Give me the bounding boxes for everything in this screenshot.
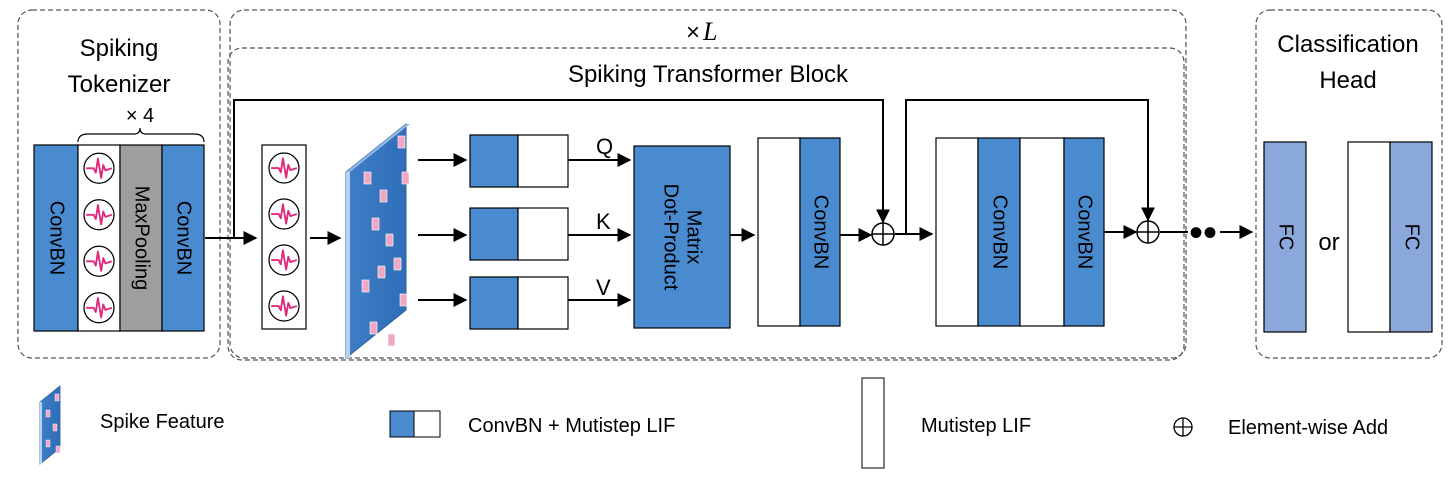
- q-label: Q: [596, 134, 613, 159]
- tokenizer-convbn-2: [161, 144, 205, 332]
- tokenizer-title-line1: Spiking: [80, 35, 159, 62]
- or-label: or: [1318, 229, 1339, 256]
- transformer-block-title: Spiking Transformer Block: [568, 61, 849, 88]
- v-convbn-lif-block: [469, 276, 569, 330]
- tokenizer-maxpooling-label: MaxPooling: [131, 186, 153, 291]
- spike-mark: [385, 233, 394, 247]
- continuation-dots: ••: [1189, 211, 1217, 255]
- v-label: V: [596, 275, 611, 300]
- spike-mark: [387, 333, 396, 347]
- spike-waveform-icon: [83, 152, 115, 184]
- residual-connection-1: [233, 99, 890, 238]
- spike-mark: [55, 445, 61, 454]
- spike-mark: [361, 279, 370, 293]
- spike-waveform-icon: [268, 198, 300, 230]
- tokenizer-brace: [77, 127, 205, 143]
- proj-lif-column: [757, 137, 801, 327]
- mlp-lif-column-1: [935, 137, 979, 327]
- add-icon-1: [871, 222, 895, 246]
- fc-block-2: [1389, 141, 1433, 333]
- spike-mark: [379, 189, 388, 203]
- head-title-line1: Classification: [1277, 31, 1418, 58]
- spike-feature-map: [345, 122, 410, 360]
- spike-waveform-icon: [268, 152, 300, 184]
- residual-connection-2: [905, 99, 1155, 234]
- classification-head-frame: [1255, 9, 1443, 359]
- head-title-line2: Head: [1319, 67, 1376, 94]
- spike-waveform-icon: [268, 290, 300, 322]
- lif-neuron-layer: [83, 140, 1385, 467]
- repeat-L-var: L: [702, 17, 717, 46]
- spike-waveform-icon: [268, 244, 300, 276]
- spike-mark: [45, 409, 51, 418]
- tokenizer-stack: ConvBN MaxPooling ConvBN: [33, 144, 205, 332]
- spike-mark: [54, 393, 60, 402]
- matrix-label-line1: Matrix: [683, 210, 705, 264]
- legend-spike-feature-label: Spike Feature: [100, 411, 225, 433]
- spike-mark: [401, 171, 410, 185]
- legend-add-icon: [1173, 417, 1193, 437]
- proj-convbn-label: ConvBN: [810, 195, 832, 269]
- spike-mark: [371, 217, 380, 231]
- spike-mark: [393, 257, 402, 271]
- tokenizer-title-line2: Tokenizer: [68, 71, 171, 98]
- fc-1-label: FC: [1275, 224, 1297, 251]
- tokenizer-maxpooling: [119, 144, 163, 332]
- mlp-convbn-1-label: ConvBN: [989, 195, 1011, 269]
- spike-waveform-icon: [83, 292, 115, 324]
- spike-mark: [397, 135, 406, 149]
- spike-waveform-icon: [83, 245, 115, 277]
- matrix-dot-product-block: [633, 145, 731, 329]
- arrows: [205, 99, 1254, 307]
- repeat-L-prefix: ×: [686, 19, 700, 46]
- add-icon-2: [1136, 220, 1160, 244]
- spike-waveform-icon: [83, 199, 115, 231]
- legend: Spike Feature ConvBN + Mutistep LIF Muti…: [39, 377, 1388, 469]
- spike-mark: [377, 265, 386, 279]
- legend-add-label: Element-wise Add: [1228, 417, 1388, 439]
- transformer-block-frame: [227, 47, 1185, 361]
- tokenizer-convbn-1-label: ConvBN: [46, 201, 68, 275]
- repeat-four-label: × 4: [126, 105, 154, 127]
- mlp-lif-column-2: [1019, 137, 1065, 327]
- spike-mark: [363, 171, 372, 185]
- tokenizer-convbn-1: [33, 144, 79, 332]
- spike-mark: [52, 423, 58, 432]
- k-label: K: [596, 209, 611, 234]
- k-convbn-lif-block: [469, 207, 569, 261]
- proj-convbn: [799, 137, 841, 327]
- mlp-convbn-1: [977, 137, 1021, 327]
- tokenizer-frame: [17, 9, 221, 359]
- spike-mark: [399, 293, 408, 307]
- legend-lif-icon: [861, 377, 885, 469]
- legend-lif-label: Mutistep LIF: [921, 415, 1031, 437]
- mlp-convbn-2-label: ConvBN: [1074, 195, 1096, 269]
- legend-spike-feature-icon: [39, 385, 61, 465]
- spike-mark: [45, 439, 51, 448]
- fc-2-label: FC: [1401, 224, 1423, 251]
- repeat-frame: [229, 9, 1187, 359]
- spike-mark: [369, 321, 378, 335]
- head-lif-column: [1347, 141, 1391, 333]
- legend-convbn-lif-icon: [389, 410, 441, 438]
- fc-block-1: [1263, 141, 1307, 333]
- matrix-label-line2: Dot-Product: [660, 184, 682, 291]
- q-convbn-lif-block: [469, 134, 569, 188]
- tokenizer-convbn-2-label: ConvBN: [173, 201, 195, 275]
- legend-convbn-lif-label: ConvBN + Mutistep LIF: [468, 415, 675, 437]
